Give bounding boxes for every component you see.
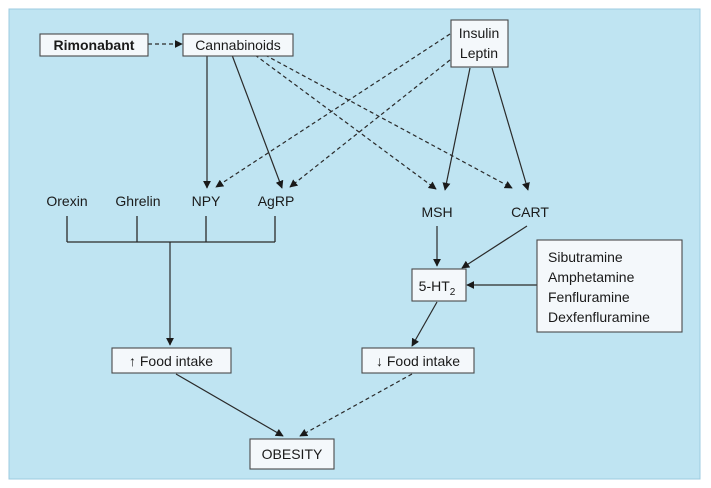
edge-food-down-obesity: [299, 373, 413, 437]
msh-label: MSH: [421, 204, 452, 220]
node-obesity: OBESITY: [249, 438, 335, 470]
edge-cannabinoids-msh: [254, 54, 437, 190]
edge-food-up-obesity: [175, 373, 284, 437]
edges: [66, 33, 537, 437]
orexin-label: Orexin: [46, 193, 87, 209]
insulin-label: Insulin: [459, 25, 499, 41]
5ht2-label: 5-HT2: [419, 278, 456, 298]
edge-5ht2-food-down: [411, 301, 438, 347]
edge-cannabinoids-agrp: [231, 54, 284, 189]
ghrelin-label: Ghrelin: [115, 193, 160, 209]
drug-sibutramine: Sibutramine: [548, 249, 623, 265]
5ht2-main-text: 5-HT: [419, 278, 451, 294]
node-insulin-leptin: Insulin Leptin: [450, 19, 509, 68]
node-drugs: Sibutramine Amphetamine Fenfluramine Dex…: [536, 239, 683, 333]
agrp-label: AgRP: [258, 193, 295, 209]
edge-cart-5ht2: [461, 225, 528, 269]
drug-dexfenfluramine: Dexfenfluramine: [548, 309, 650, 325]
rimonabant-label: Rimonabant: [54, 37, 135, 53]
edge-insulin-npy: [215, 33, 451, 188]
cart-label: CART: [511, 204, 549, 220]
food-intake-down-label: ↓ Food intake: [376, 353, 460, 369]
node-5ht2: 5-HT2: [411, 268, 467, 302]
drug-fenfluramine: Fenfluramine: [548, 289, 630, 305]
edge-leptin-cart: [491, 67, 530, 191]
node-food-intake-down: ↓ Food intake: [361, 347, 475, 374]
edge-cannabinoids-cart: [264, 54, 513, 189]
leptin-label: Leptin: [460, 45, 498, 61]
edge-leptin-msh: [442, 67, 471, 191]
node-food-intake-up: ↑ Food intake: [111, 347, 232, 374]
edge-leptin-agrp: [289, 59, 451, 188]
node-cannabinoids: Cannabinoids: [182, 33, 294, 57]
5ht2-subscript: 2: [450, 287, 456, 298]
drug-amphetamine: Amphetamine: [548, 269, 635, 285]
obesity-label: OBESITY: [262, 446, 323, 462]
food-intake-up-label: ↑ Food intake: [129, 353, 213, 369]
node-rimonabant: Rimonabant: [39, 33, 149, 57]
cannabinoids-label: Cannabinoids: [195, 37, 281, 53]
npy-label: NPY: [192, 193, 221, 209]
